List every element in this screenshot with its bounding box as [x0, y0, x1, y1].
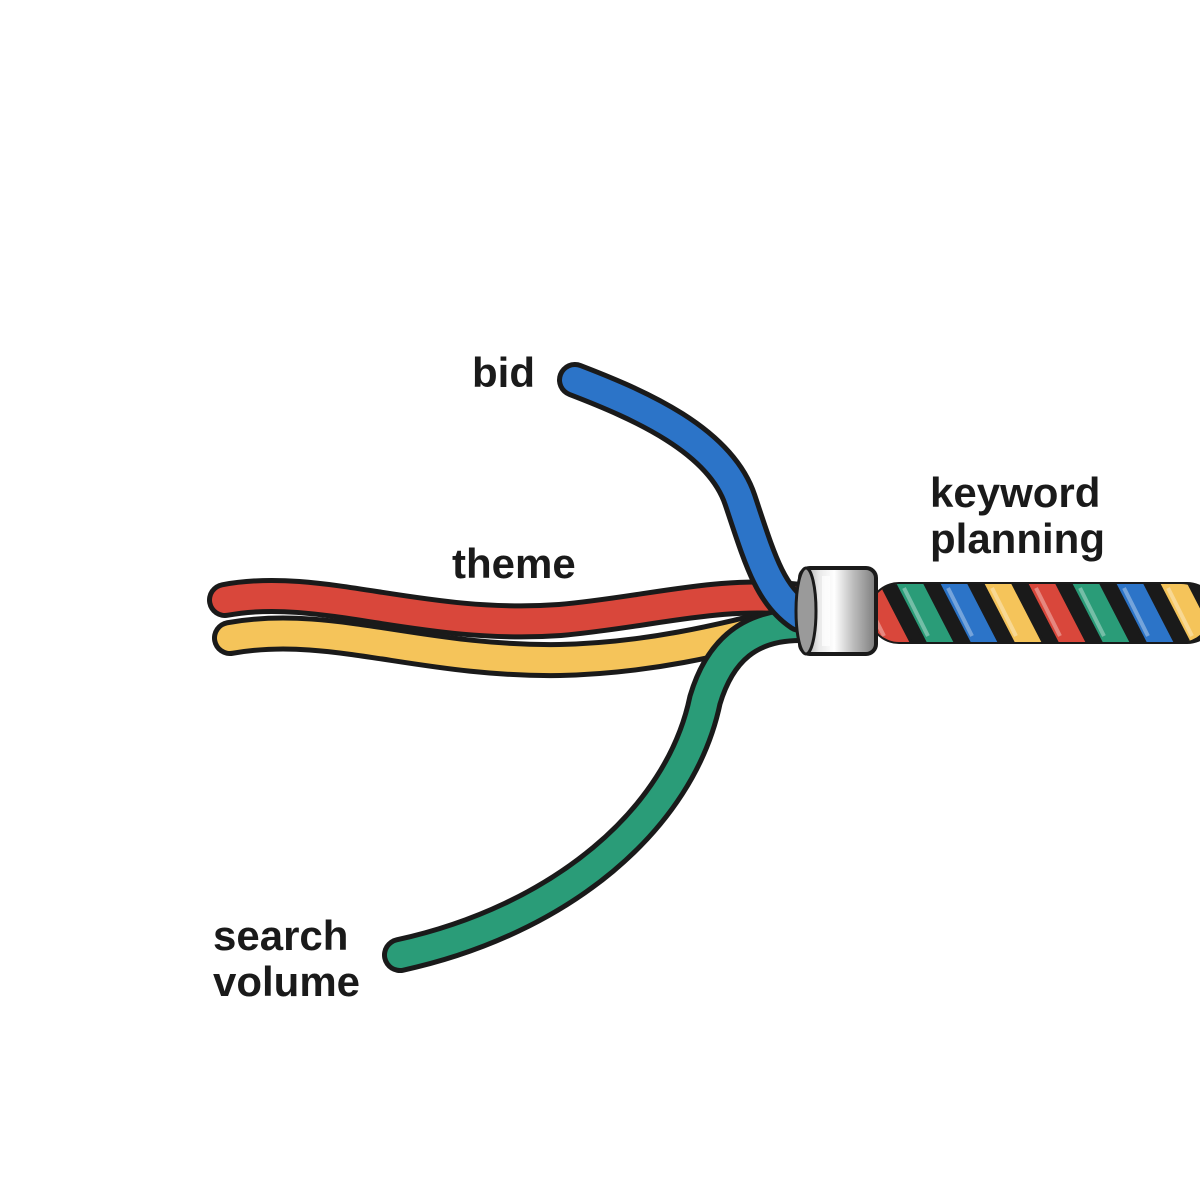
rope-highlight: [1034, 587, 1062, 637]
bid-label-text: bid: [472, 349, 535, 396]
search-volume-line1: search: [213, 912, 349, 959]
search-volume-label: search volume: [213, 913, 360, 1005]
rope-highlight: [1122, 587, 1150, 637]
search-volume-strand: [382, 607, 818, 973]
rope-highlight: [1078, 587, 1106, 637]
rope-twist-segment: [891, 584, 959, 642]
search-volume-line2: volume: [213, 958, 361, 1005]
rope-highlight: [946, 587, 974, 637]
rope-twist-segment: [1023, 584, 1091, 642]
theme-label: theme: [452, 541, 576, 587]
keyword-planning-line1: keyword: [930, 469, 1101, 516]
rope-twist-segment: [1111, 584, 1179, 642]
bid-strand: [557, 362, 818, 633]
rope-highlight: [1166, 587, 1194, 637]
rope-highlight: [990, 587, 1018, 637]
rope-twist-segment: [1067, 584, 1135, 642]
twisted-rope: [868, 582, 1200, 644]
bid-label: bid: [472, 350, 535, 396]
rope-highlight: [902, 587, 930, 637]
keyword-planning-line2: planning: [930, 515, 1105, 562]
ferrule-connector: [794, 566, 878, 656]
theme-label-text: theme: [452, 540, 576, 587]
theme-strand: [207, 577, 818, 640]
rope-twist-segment: [935, 584, 1003, 642]
rope-twist-segment: [979, 584, 1047, 642]
keyword-planning-label: keyword planning: [930, 470, 1105, 562]
rope-twist-segment: [1155, 584, 1200, 642]
